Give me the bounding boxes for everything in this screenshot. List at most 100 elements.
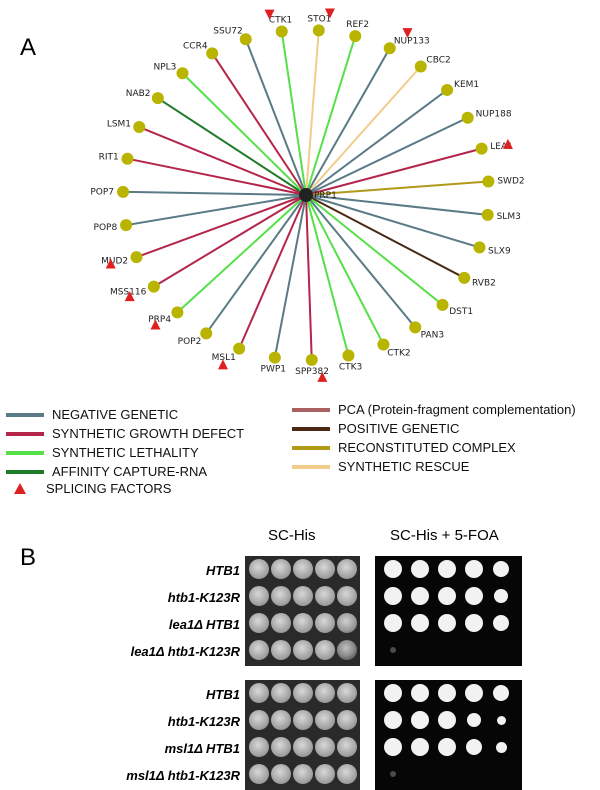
- legend-item-negative-genetic: NEGATIVE GENETIC: [6, 407, 178, 422]
- node-msl1: [233, 342, 246, 355]
- node-label: SWD2: [497, 177, 524, 187]
- growth-spot: [271, 640, 291, 660]
- node-label: LEA1: [490, 142, 513, 152]
- edge-nup188: [305, 116, 469, 196]
- edge-mud2: [136, 194, 307, 259]
- splicing-factor-marker-icon: [317, 371, 328, 382]
- node-ctk1: [275, 25, 288, 38]
- legend-item-positive-genetic: POSITIVE GENETIC: [292, 421, 459, 436]
- node-rit1: [121, 152, 134, 165]
- node-prp4: [171, 306, 184, 319]
- legend-item-synthetic-lethality: SYNTHETIC LETHALITY: [6, 445, 199, 460]
- legend-item-affinity-capture-rna: AFFINITY CAPTURE-RNA: [6, 464, 207, 479]
- edge-pwp1: [273, 194, 307, 358]
- growth-spot: [465, 587, 483, 605]
- node-pop2: [200, 327, 213, 340]
- growth-spot: [411, 560, 429, 578]
- growth-spot: [315, 710, 335, 730]
- growth-spot: [384, 560, 402, 578]
- growth-spot: [438, 614, 456, 632]
- growth-spot: [249, 613, 269, 633]
- node-dst1: [436, 298, 449, 311]
- node-ref2: [349, 30, 362, 43]
- legend-swatch: [6, 469, 44, 474]
- splicing-factor-marker-icon: [264, 9, 275, 20]
- legend-label: SYNTHETIC RESCUE: [338, 459, 470, 474]
- legend-label: PCA (Protein-fragment complementation): [338, 402, 576, 417]
- node-pop8: [120, 219, 133, 232]
- growth-spot: [494, 589, 508, 603]
- edge-nab2: [157, 97, 307, 196]
- node-label: DST1: [449, 307, 473, 317]
- node-label: CTK2: [387, 349, 410, 359]
- growth-spot: [249, 764, 269, 784]
- strain-label: lea1Δ htb1-K123R: [130, 644, 240, 659]
- growth-spot: [411, 684, 429, 702]
- growth-spot: [495, 741, 507, 753]
- growth-spot: [465, 614, 483, 632]
- growth-spot: [493, 615, 509, 631]
- growth-spot: [496, 715, 506, 725]
- growth-spot: [249, 683, 269, 703]
- growth-spot: [493, 561, 509, 577]
- edge-rit1: [127, 157, 307, 196]
- node-npl3: [176, 67, 189, 80]
- legend-label: AFFINITY CAPTURE-RNA: [52, 464, 208, 479]
- edge-swd2: [305, 180, 489, 196]
- growth-spot: [337, 764, 357, 784]
- node-slx9: [473, 241, 486, 254]
- growth-spot: [315, 683, 335, 703]
- node-lsm1: [133, 121, 146, 134]
- node-ctk3: [342, 349, 355, 362]
- node-label: RIT1: [99, 153, 119, 163]
- growth-spot: [315, 737, 335, 757]
- legend-swatch: [6, 450, 44, 455]
- edge-pop2: [205, 194, 307, 334]
- growth-spot: [315, 764, 335, 784]
- growth-spot: [390, 771, 396, 777]
- growth-spot: [293, 764, 313, 784]
- panel-b-letter: B: [20, 544, 37, 571]
- sc-his-heading: SC-His: [268, 527, 316, 544]
- legend-swatch: [292, 445, 330, 450]
- node-label: LSM1: [107, 119, 131, 129]
- node-label: PRP4: [148, 315, 171, 325]
- growth-spot: [315, 559, 335, 579]
- splicing-factor-marker-icon: [402, 28, 413, 39]
- node-ctk2: [377, 338, 390, 351]
- growth-spot: [390, 647, 396, 653]
- edge-pop8: [125, 194, 307, 227]
- growth-spot: [337, 683, 357, 703]
- node-label: STO1: [307, 14, 331, 24]
- node-label: POP2: [178, 337, 202, 347]
- legend-label: POSITIVE GENETIC: [338, 421, 460, 436]
- growth-spot: [384, 587, 402, 605]
- edge-lsm1: [138, 126, 307, 196]
- node-ssu72: [239, 33, 252, 46]
- hub-node: [299, 188, 313, 202]
- growth-spot: [249, 640, 269, 660]
- growth-spot: [337, 737, 357, 757]
- node-label: CCR4: [183, 42, 208, 52]
- node-label: REF2: [346, 20, 369, 30]
- growth-spot: [438, 738, 456, 756]
- growth-spot: [438, 711, 456, 729]
- growth-spot: [337, 640, 357, 660]
- growth-spot: [271, 613, 291, 633]
- node-pwp1: [268, 351, 281, 364]
- growth-spot: [337, 613, 357, 633]
- growth-spot: [384, 614, 402, 632]
- growth-spot: [467, 713, 481, 727]
- growth-spot: [293, 640, 313, 660]
- edge-rvb2: [305, 194, 465, 279]
- growth-spot: [411, 614, 429, 632]
- strain-label: htb1-K123R: [167, 714, 240, 729]
- node-slm3: [481, 208, 494, 221]
- legend-label: SYNTHETIC LETHALITY: [52, 445, 199, 460]
- legend-label: SYNTHETIC GROWTH DEFECT: [52, 426, 245, 441]
- growth-spot: [315, 613, 335, 633]
- node-label: MUD2: [101, 257, 128, 267]
- growth-spot: [249, 710, 269, 730]
- node-label: POP7: [90, 188, 114, 198]
- node-lea1: [475, 142, 488, 155]
